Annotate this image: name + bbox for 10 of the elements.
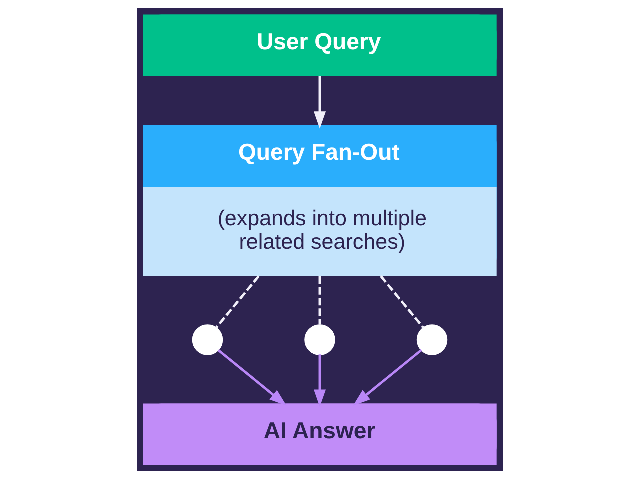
connector xyxy=(380,276,425,329)
node-circle xyxy=(416,324,448,356)
node-circle xyxy=(304,324,336,356)
arrow xyxy=(353,349,422,406)
connector xyxy=(318,276,322,325)
arrow xyxy=(314,354,326,407)
arrow xyxy=(314,76,326,129)
connector xyxy=(215,276,260,329)
arrow xyxy=(218,349,287,406)
node-circle xyxy=(192,324,224,356)
